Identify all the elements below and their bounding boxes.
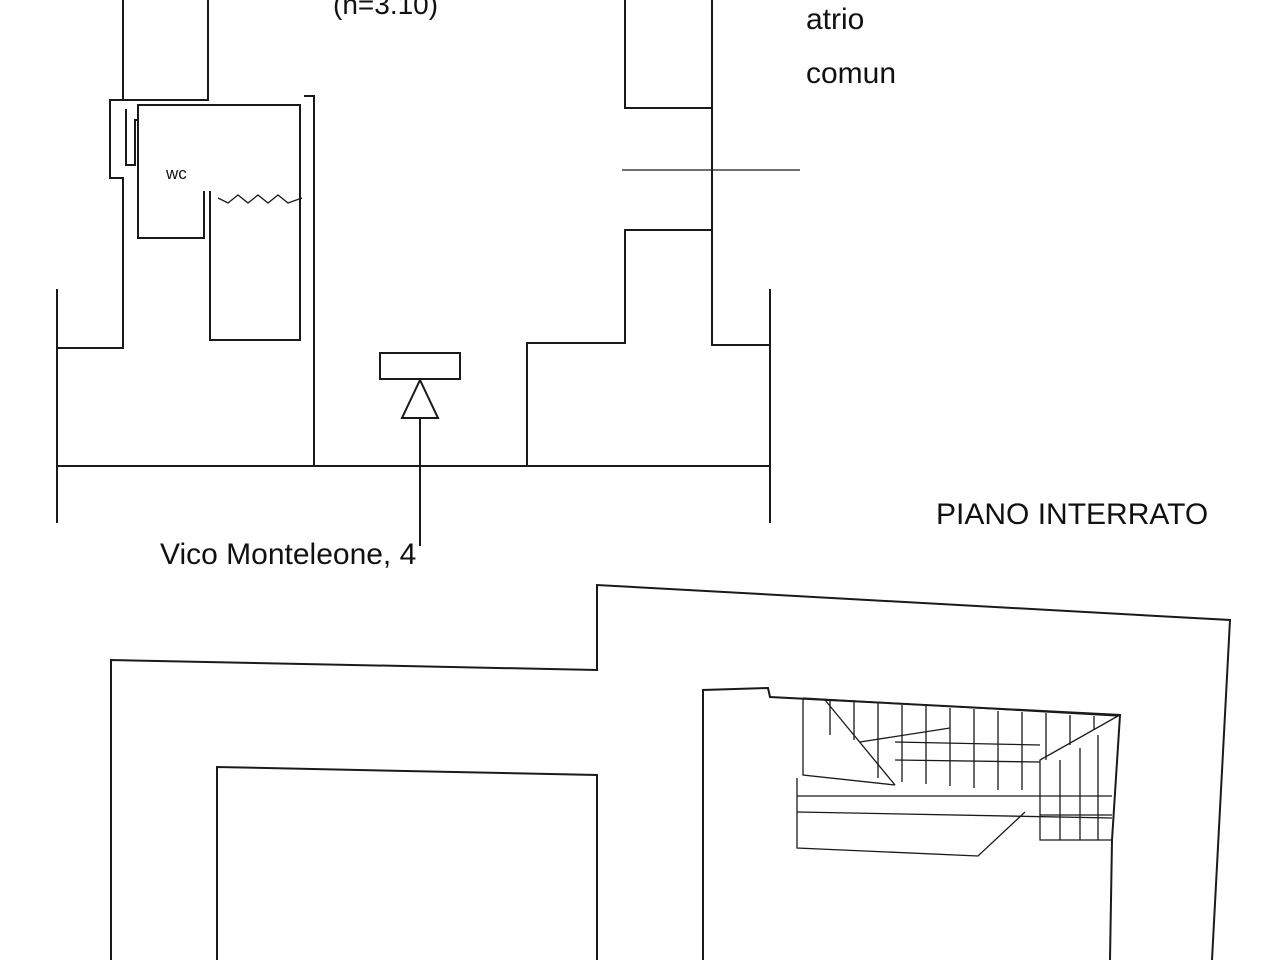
entrance-address: Vico Monteleone, 4 (160, 538, 416, 571)
upper-left-wall (122, 0, 209, 101)
wc-label: wc (165, 164, 187, 183)
staircase (796, 697, 1121, 857)
stair-diagonal (824, 699, 896, 786)
stair-landing-line (894, 741, 1041, 746)
basement-left-room (216, 765, 598, 960)
stair-outline-lower (802, 698, 896, 786)
entrance-door (379, 352, 461, 380)
height-note: (h=3.10) (333, 0, 438, 20)
entrance-arrow-icon (400, 377, 440, 419)
stair-landing-line (894, 759, 1041, 763)
basement-outer-wall (110, 583, 1232, 960)
upper-right-corner-wall (711, 289, 771, 346)
atrio-label-line1: atrio (806, 3, 864, 36)
upper-left-outer-wall (56, 99, 124, 349)
wc-room-wall (125, 109, 205, 239)
wc-room-top-wall (137, 104, 301, 341)
wc-inner-wall (304, 95, 315, 467)
wc-wavy-partition (217, 194, 303, 204)
stair-diagonal (859, 727, 951, 743)
atrio-label-line2: comun (806, 57, 896, 90)
upper-right-lower-wall (526, 229, 713, 467)
upper-right-wall (624, 0, 713, 109)
basement-right-room (702, 686, 1122, 960)
lower-flight-outline (796, 778, 1026, 857)
lower-floor-plan: PIANO INTERRATO (110, 498, 1232, 960)
stair-outline (802, 697, 1121, 841)
upper-floor-plan: (h=3.10) wc atrio comun Vico Monteleone,… (56, 0, 896, 571)
basement-title: PIANO INTERRATO (936, 498, 1208, 531)
